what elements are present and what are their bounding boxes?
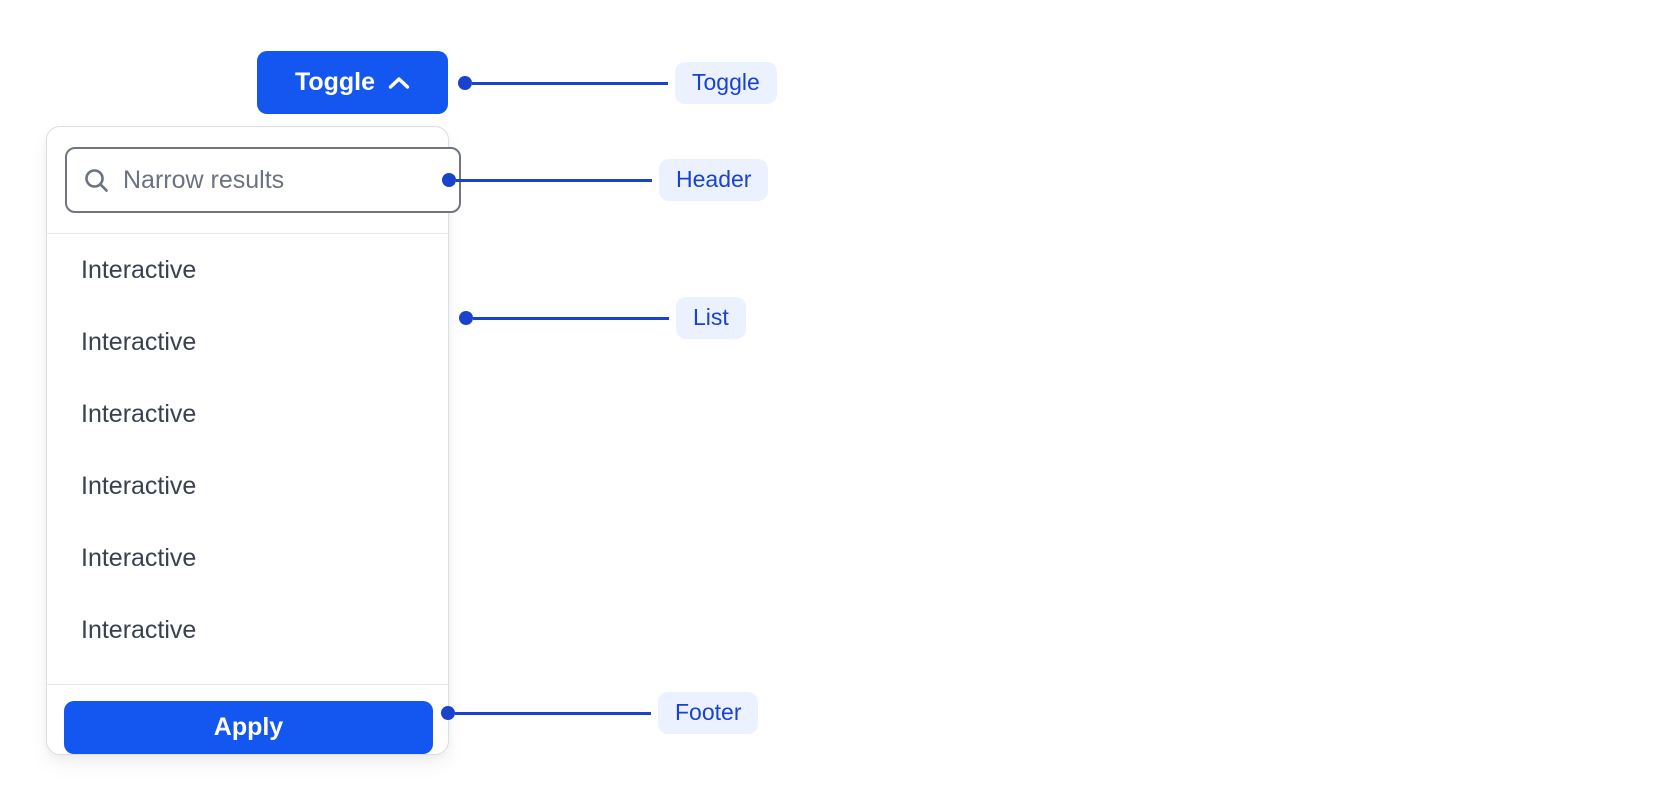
- annotation-connector-line: [472, 81, 668, 85]
- annotation-connector-line: [455, 711, 651, 715]
- annotation-dot-icon: [442, 173, 456, 187]
- search-box[interactable]: [65, 147, 461, 213]
- search-icon: [83, 167, 110, 194]
- annotation-dot-icon: [459, 311, 473, 325]
- list-item[interactable]: Interactive: [81, 615, 197, 644]
- dropdown-header: [47, 127, 461, 234]
- apply-button[interactable]: Apply: [64, 701, 433, 754]
- list-item[interactable]: Interactive: [81, 543, 197, 572]
- toggle-button[interactable]: Toggle: [257, 51, 448, 114]
- list-item[interactable]: Interactive: [81, 255, 197, 284]
- annotation-label-list: List: [676, 297, 746, 339]
- annotation-connector-line: [473, 316, 669, 320]
- list-item[interactable]: Interactive: [81, 471, 197, 500]
- annotation-list: List: [459, 297, 746, 339]
- annotation-connector-line: [456, 178, 652, 182]
- dropdown-footer: Apply: [47, 684, 448, 754]
- toggle-button-label: Toggle: [294, 68, 376, 96]
- annotation-label-footer: Footer: [658, 692, 759, 734]
- annotation-footer: Footer: [441, 692, 759, 734]
- annotation-header: Header: [442, 159, 769, 201]
- annotation-label-header: Header: [659, 159, 769, 201]
- chevron-up-icon: [388, 76, 410, 90]
- list-item[interactable]: Interactive: [81, 399, 197, 428]
- annotation-toggle: Toggle: [458, 62, 777, 104]
- list-item[interactable]: Interactive: [81, 327, 197, 356]
- annotation-label-toggle: Toggle: [675, 62, 777, 104]
- annotation-dot-icon: [441, 706, 455, 720]
- annotation-dot-icon: [458, 76, 472, 90]
- search-input[interactable]: [123, 165, 445, 195]
- dropdown-panel: InteractiveInteractiveInteractiveInterac…: [46, 126, 461, 755]
